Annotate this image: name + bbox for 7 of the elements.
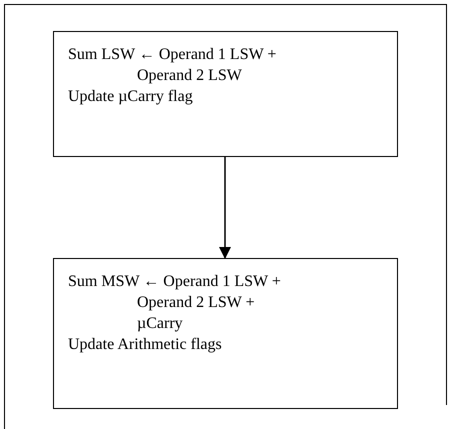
note-text: Update Arithmetic flags xyxy=(68,335,223,355)
note-text: Update µCarry flag xyxy=(68,87,194,107)
arrow xyxy=(219,157,231,259)
assignment-text: Sum MSW ← Operand 1 LSW + Operand 2 LSW + µCarry xyxy=(68,272,282,334)
assignment-text: Sum LSW ← Operand 1 LSW + Operand 2 LSW xyxy=(68,45,278,86)
process-box xyxy=(53,258,398,409)
process-box xyxy=(53,31,398,157)
